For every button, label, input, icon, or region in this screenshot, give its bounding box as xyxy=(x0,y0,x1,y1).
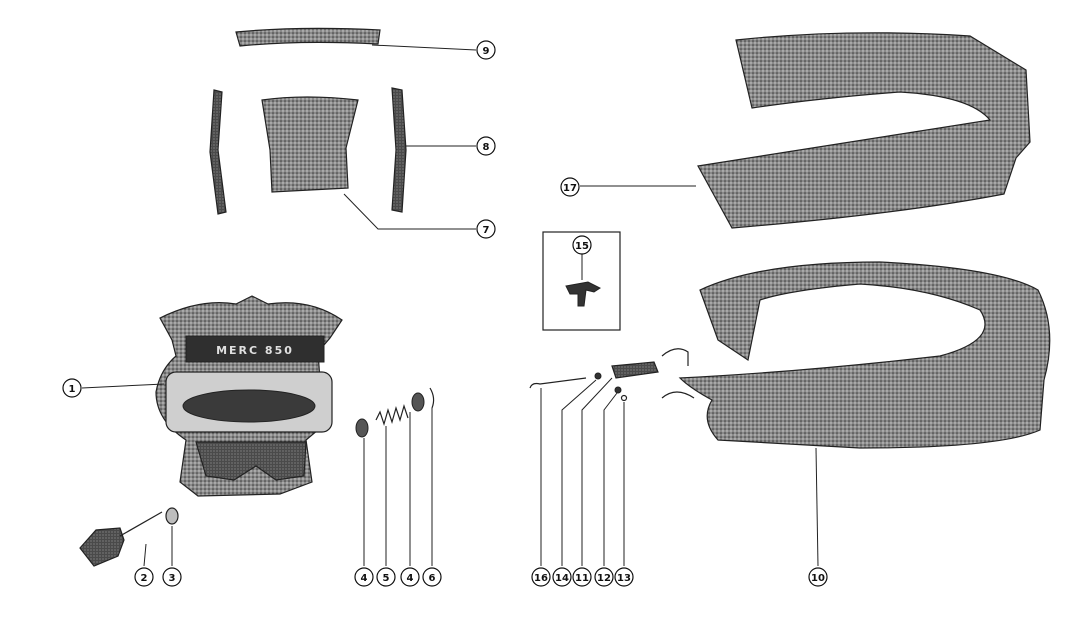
callout-1: 1 xyxy=(62,378,82,398)
part-5-spring xyxy=(375,403,409,427)
part-7-center-panel xyxy=(261,96,359,193)
part-16-rod xyxy=(529,377,587,389)
callout-14: 14 xyxy=(552,567,572,587)
leader-2 xyxy=(143,543,147,567)
svg-text:13: 13 xyxy=(617,573,631,584)
callout-16: 16 xyxy=(531,567,551,587)
callout-17: 17 xyxy=(560,177,580,197)
svg-text:4: 4 xyxy=(407,573,414,584)
part-1-name-band xyxy=(185,335,325,363)
part-14-washer xyxy=(594,372,602,380)
callout-4a: 4 xyxy=(354,567,374,587)
leader-11 xyxy=(581,377,613,566)
part-17-upper-cowl xyxy=(697,32,1031,229)
part-9-top-trim xyxy=(235,27,381,47)
callout-8: 8 xyxy=(476,136,496,156)
part-2-shaft xyxy=(119,511,163,537)
part-1-lower-housing xyxy=(195,441,307,481)
callout-2: 2 xyxy=(134,567,154,587)
leader-12 xyxy=(603,392,618,566)
part-4-washer-right xyxy=(411,392,425,412)
part-13-screw xyxy=(620,394,628,402)
svg-text:11: 11 xyxy=(575,573,589,584)
leader-1 xyxy=(81,383,165,389)
svg-text:6: 6 xyxy=(429,573,436,584)
part-6-clip xyxy=(429,387,435,409)
callout-4b: 4 xyxy=(400,567,420,587)
latch-hook xyxy=(661,348,695,399)
svg-text:10: 10 xyxy=(811,573,825,584)
svg-text:1: 1 xyxy=(69,384,76,395)
svg-text:9: 9 xyxy=(483,46,490,57)
part-11-bracket xyxy=(611,361,659,379)
svg-text:3: 3 xyxy=(169,573,176,584)
callout-3: 3 xyxy=(162,567,182,587)
part-12-nut xyxy=(614,386,622,394)
part-15-inset-box xyxy=(542,231,621,331)
svg-text:7: 7 xyxy=(483,225,490,236)
svg-text:8: 8 xyxy=(483,142,490,153)
part-15-clip xyxy=(565,281,601,307)
panel-brand-text: MERC 850 xyxy=(216,344,294,357)
svg-text:17: 17 xyxy=(563,183,577,194)
svg-text:2: 2 xyxy=(141,573,148,584)
callout-10: 10 xyxy=(808,567,828,587)
svg-text:4: 4 xyxy=(361,573,368,584)
svg-text:12: 12 xyxy=(597,573,611,584)
callout-6: 6 xyxy=(422,567,442,587)
part-10-lower-cowl xyxy=(678,261,1051,449)
callout-11: 11 xyxy=(572,567,592,587)
part-1-emblem xyxy=(182,389,316,423)
leader-7 xyxy=(343,193,476,230)
callout-5: 5 xyxy=(376,567,396,587)
part-4-washer-left xyxy=(355,418,369,438)
callout-9: 9 xyxy=(476,40,496,60)
callout-7: 7 xyxy=(476,219,496,239)
part-2-knob xyxy=(79,527,125,567)
part-8-left-trim xyxy=(209,89,227,215)
part-3-washer xyxy=(165,507,179,525)
svg-text:16: 16 xyxy=(534,573,548,584)
callout-15: 15 xyxy=(572,235,592,255)
svg-text:14: 14 xyxy=(555,573,569,584)
svg-text:5: 5 xyxy=(383,573,390,584)
svg-text:15: 15 xyxy=(575,241,589,252)
leader-14 xyxy=(561,379,597,566)
leader-9 xyxy=(371,44,477,51)
leader-10 xyxy=(815,447,819,567)
callout-12: 12 xyxy=(594,567,614,587)
part-8-right-trim xyxy=(391,87,407,213)
callout-13: 13 xyxy=(614,567,634,587)
